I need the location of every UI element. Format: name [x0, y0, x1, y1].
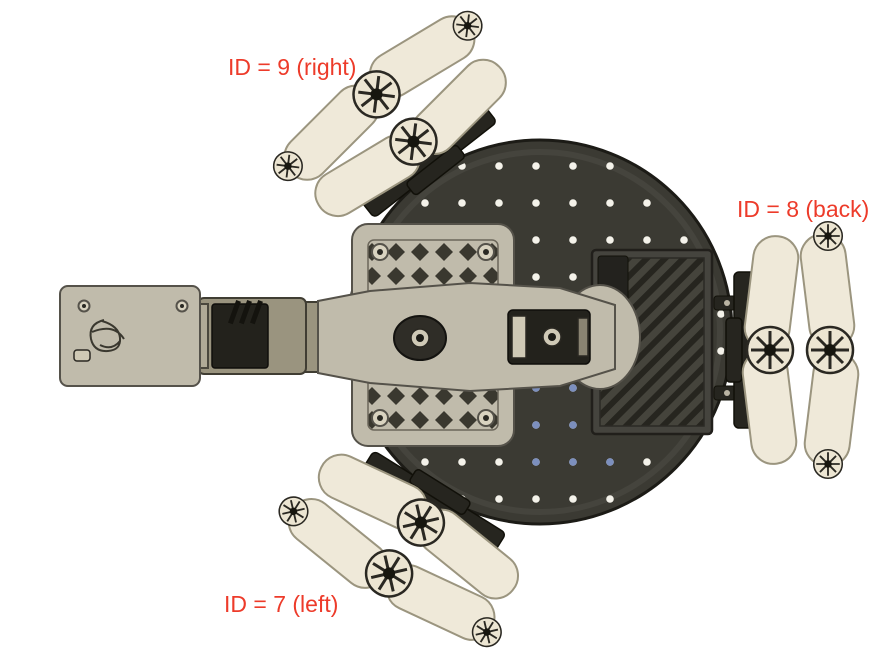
end-effector-plate	[59, 285, 201, 387]
arm-joint	[393, 315, 447, 361]
label-wheel-right: ID = 9 (right)	[228, 54, 357, 80]
label-wheel-left: ID = 7 (left)	[224, 591, 339, 617]
robot-arm	[59, 223, 641, 447]
gripper-module	[507, 309, 591, 365]
omni-wheel-back	[726, 222, 861, 479]
arm-wrist	[197, 297, 307, 375]
label-wheel-back: ID = 8 (back)	[737, 196, 870, 222]
logo-mark	[89, 319, 125, 353]
